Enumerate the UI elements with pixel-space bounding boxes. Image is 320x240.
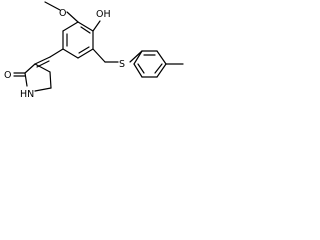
ring-inner-1: [80, 26, 91, 34]
tolyl-inner-2: [154, 63, 163, 74]
bond-ring-oh: [92, 20, 101, 32]
ring-bond-3: [77, 48, 94, 59]
tolyl-bond-3: [156, 63, 167, 78]
tolyl-bond-6: [133, 50, 143, 65]
atom-labels: O OH S O HN: [4, 8, 125, 100]
atom-label-carbonyl-o: O: [4, 70, 11, 81]
tolyl-bond-2: [156, 50, 167, 65]
atom-label-amine: HN: [20, 89, 34, 100]
lactam-bond-c3-c2: [24, 63, 36, 74]
atom-label-methoxy-o: O: [59, 8, 66, 19]
lactam-bond-n-c5: [34, 87, 52, 92]
lactam-bond-c5-c4: [49, 71, 52, 89]
atom-label-sulfur: S: [119, 59, 125, 70]
ring-bond-4: [62, 48, 79, 59]
atom-label-hydroxyl: OH: [96, 9, 111, 20]
structure-canvas: O OH S O HN: [0, 0, 194, 127]
bond-methyl-o: [44, 1, 61, 11]
lactam-bond-c4-c3: [34, 63, 51, 73]
bond-lines: [13, 1, 184, 92]
bond-ring-vinyl: [49, 48, 64, 58]
ring-bond-6: [62, 21, 79, 32]
ring-inner-2: [78, 46, 90, 54]
bond-vinyl-c3: [34, 56, 51, 65]
bond-s-aryl: [129, 50, 143, 63]
tolyl-inner-3: [137, 63, 145, 74]
lactam-bond-c2-n: [24, 72, 28, 87]
bond-ring-ch2: [92, 48, 106, 63]
structure-svg: O OH S O HN: [4, 1, 184, 100]
bond-o-ring: [66, 11, 79, 23]
ring-bond-1: [77, 21, 94, 32]
tolyl-bond-5: [133, 63, 143, 78]
